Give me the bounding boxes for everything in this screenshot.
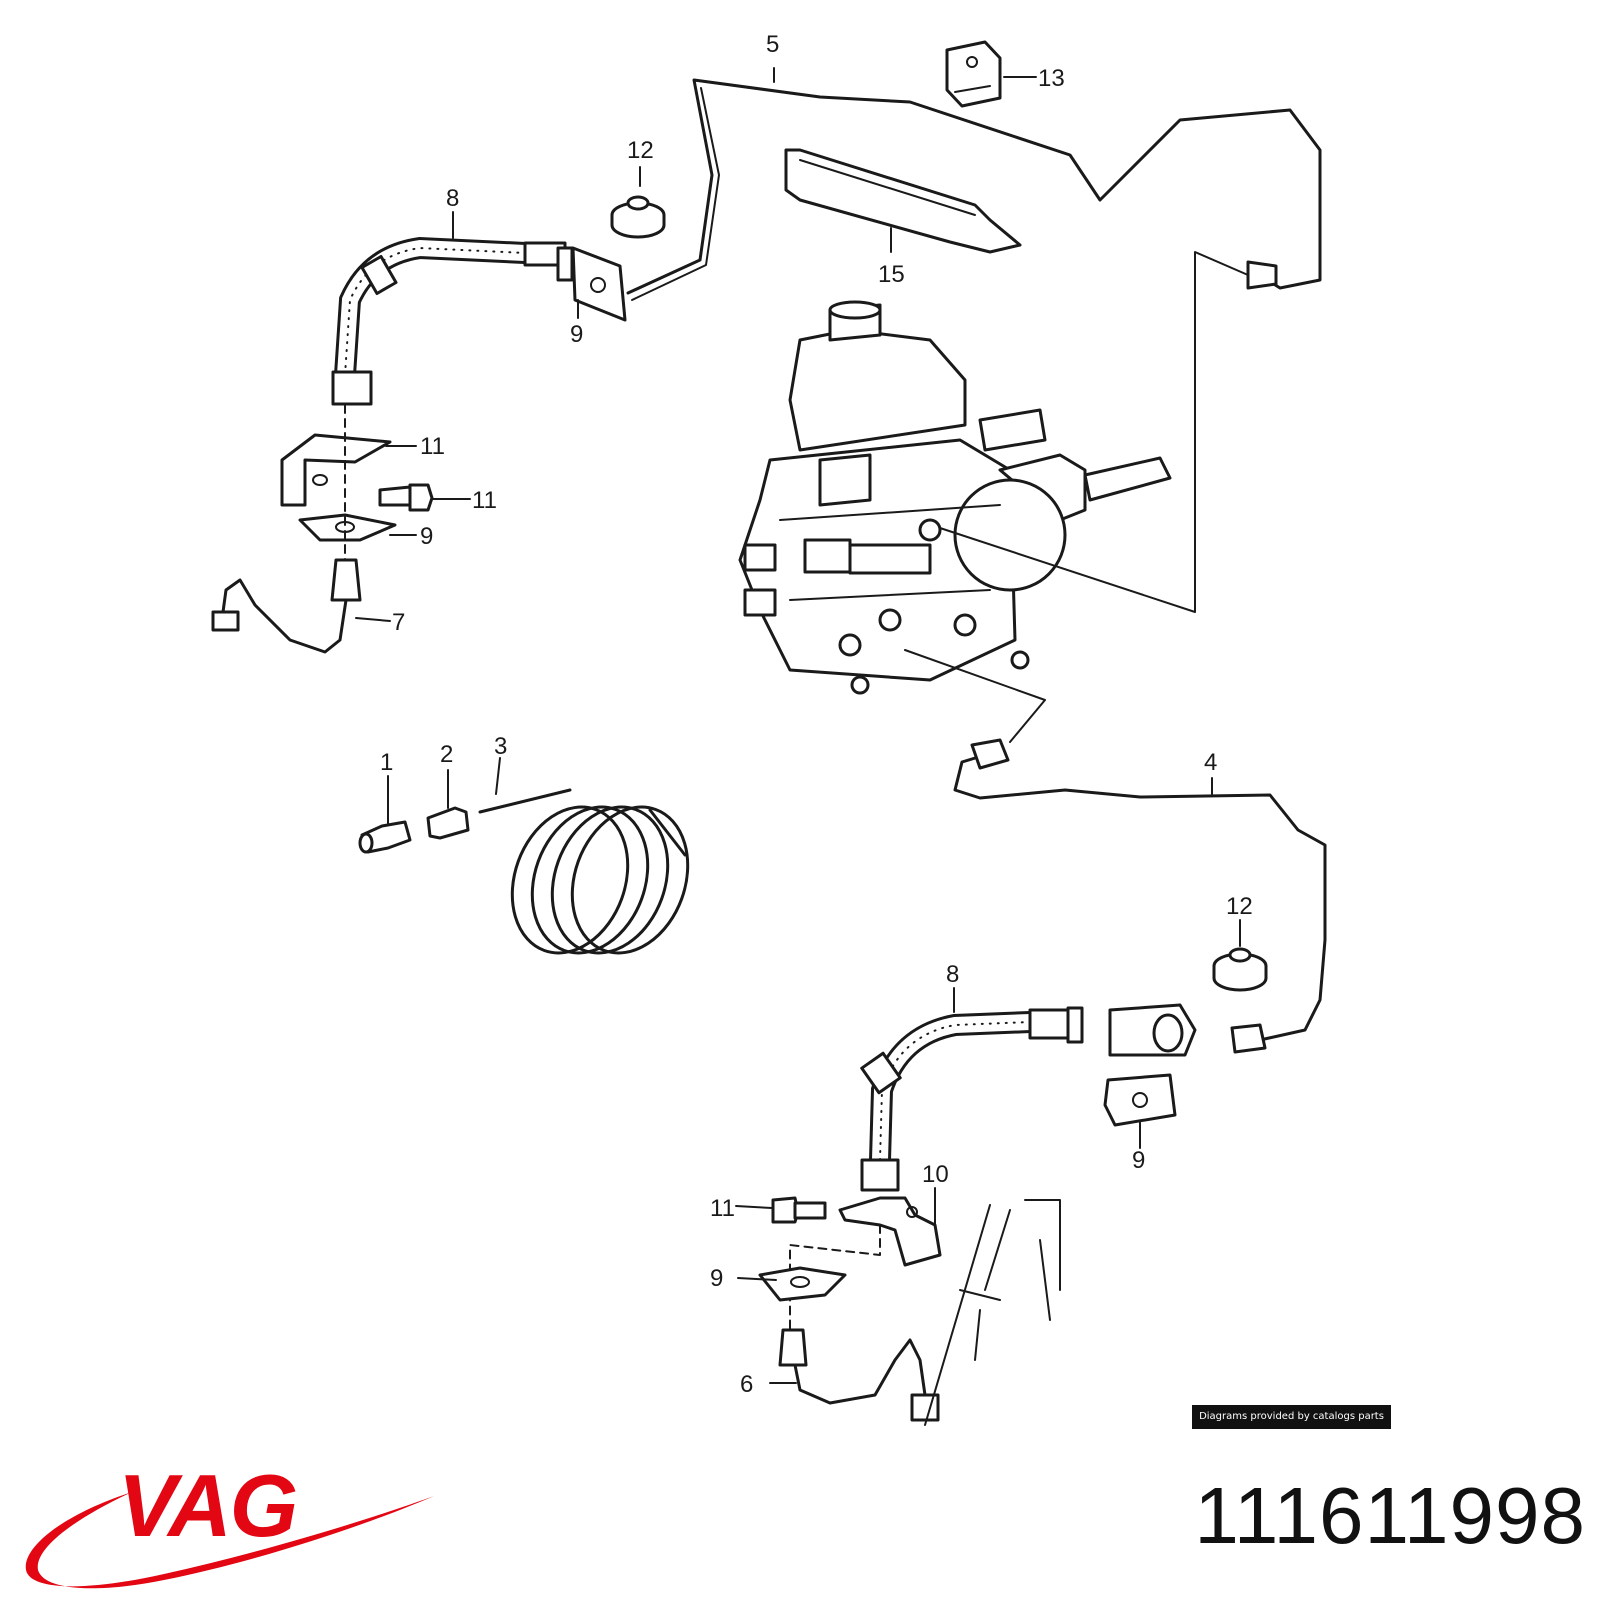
callout-8-lower: 8 xyxy=(946,961,959,988)
callout-12-top: 12 xyxy=(627,137,654,164)
brake-pipe-5 xyxy=(626,78,1322,295)
brake-pipe-4 xyxy=(953,753,1327,1042)
callout-13: 13 xyxy=(1038,65,1065,92)
callout-5: 5 xyxy=(766,31,779,58)
coil-pipe-3 xyxy=(478,788,572,814)
callout-6: 6 xyxy=(740,1371,753,1398)
brake-master-cylinder-unit xyxy=(738,300,1172,695)
callout-3: 3 xyxy=(494,733,507,760)
pipe-fitting-mid xyxy=(970,738,1010,770)
callout-10: 10 xyxy=(922,1161,949,1188)
retaining-clip-9-left xyxy=(298,513,397,542)
callout-4: 4 xyxy=(1204,749,1217,776)
wheel-carrier xyxy=(924,1199,1061,1426)
callout-15: 15 xyxy=(878,261,905,288)
callout-9-top: 9 xyxy=(570,321,583,348)
callout-9-lower: 9 xyxy=(710,1265,723,1292)
callout-9-left: 9 xyxy=(420,523,433,550)
clip-9-right xyxy=(1103,1073,1177,1127)
bracket-11-left xyxy=(280,433,392,507)
callout-7: 7 xyxy=(392,609,405,636)
callout-12-lower: 12 xyxy=(1226,893,1253,920)
fitting-7 xyxy=(330,558,362,602)
pipe-fitting-top xyxy=(1246,260,1278,290)
retaining-clip-9-lower xyxy=(758,1266,847,1302)
bracket-10 xyxy=(838,1196,942,1267)
callout-11-lower: 11 xyxy=(710,1195,735,1222)
callout-9-right: 9 xyxy=(1132,1147,1145,1174)
logo-wordmark: VAG xyxy=(118,1456,296,1555)
clip-13 xyxy=(945,40,1002,108)
fitting-6 xyxy=(778,1328,808,1367)
part-number: 111611998 xyxy=(1194,1471,1586,1560)
callout-11-bracket: 11 xyxy=(420,433,445,460)
vag-logo: VAG xyxy=(25,1456,434,1589)
heat-shield-15 xyxy=(784,148,1022,254)
pressure-accumulator xyxy=(953,478,1067,592)
callout-1: 1 xyxy=(380,749,393,776)
callout-2: 2 xyxy=(440,741,453,768)
brake-pipe-7 xyxy=(221,578,348,654)
diagram-credit-watermark: Diagrams provided by catalogs parts xyxy=(1192,1405,1391,1429)
fitting-2 xyxy=(426,806,470,840)
callout-8-top: 8 xyxy=(446,185,459,212)
bracket-9-upper xyxy=(571,246,627,322)
bolt-11-left xyxy=(378,485,412,507)
pipe-fitting-right xyxy=(1230,1023,1267,1054)
brake-pipe-6 xyxy=(793,1338,927,1405)
hose-nut-left xyxy=(331,370,373,406)
callout-11-bolt: 11 xyxy=(472,487,497,514)
